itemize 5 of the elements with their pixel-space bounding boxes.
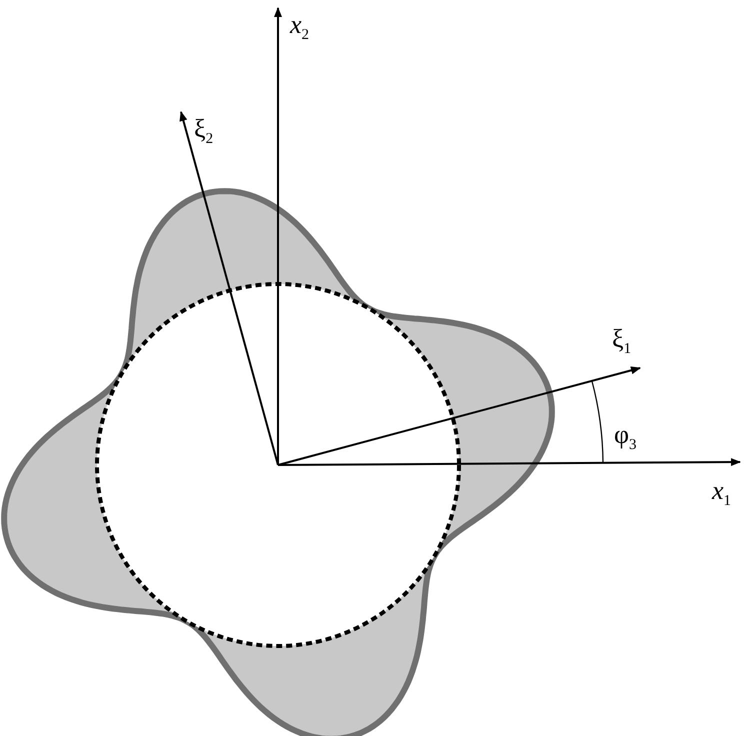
axis-label: ξ$_{2}$: [194, 116, 214, 148]
axis-label: x$_{1}$: [712, 478, 732, 510]
axis-label: ξ$_{1}$: [612, 326, 632, 358]
axis-label: x$_{2}$: [290, 12, 310, 44]
axis-label: φ$_{3}$: [614, 422, 637, 454]
